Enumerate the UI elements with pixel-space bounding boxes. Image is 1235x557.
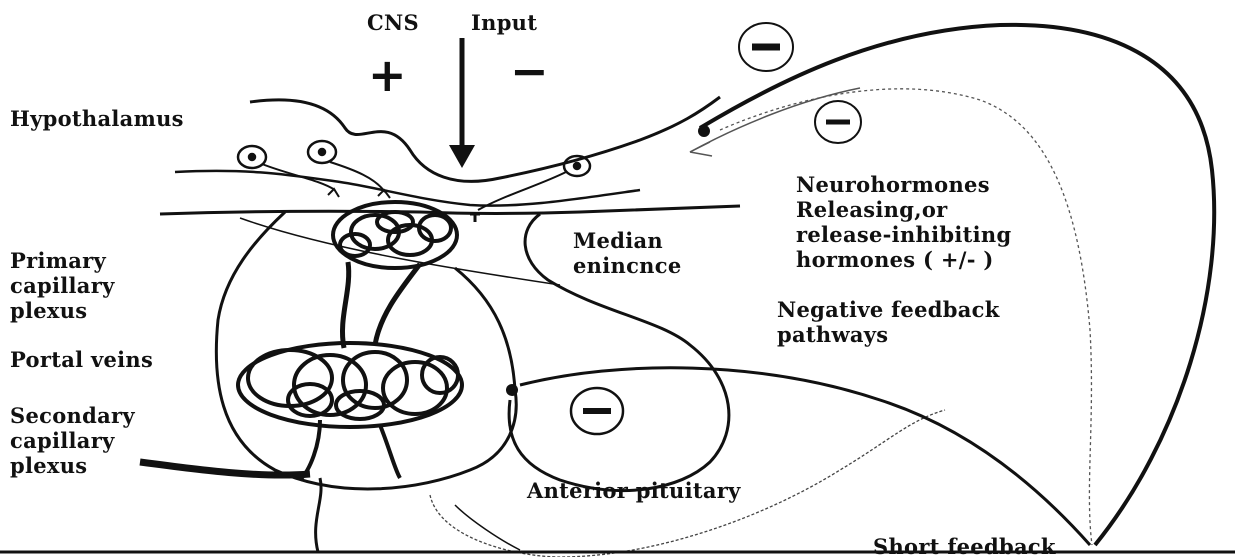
neurohormones-line1: Neurohormones <box>796 172 990 197</box>
hypothalamus-label: Hypothalamus <box>10 106 184 131</box>
feedback-junction-dot <box>506 384 518 396</box>
median-eminence-floor <box>160 206 740 214</box>
primary-label-line2: capillary <box>10 273 115 298</box>
secondary-label-line1: Secondary <box>10 403 135 428</box>
portal-veins-label: Portal veins <box>10 347 153 372</box>
primary-label-line1: Primary <box>10 248 106 273</box>
secondary-label-line2: capillary <box>10 428 115 453</box>
median-eminence-line1: Median <box>573 228 663 253</box>
neurohormones-line4: hormones ( +/- ) <box>796 247 994 272</box>
minus-circle-top <box>739 23 793 71</box>
negative-feedback-line2: pathways <box>777 322 888 347</box>
primary-label-line3: plexus <box>10 298 87 323</box>
secondary-capillary-plexus <box>238 343 462 480</box>
minus-circle-pituitary <box>571 388 623 434</box>
anterior-pituitary-label: Anterior pituitary <box>527 478 741 503</box>
input-label: Input <box>471 10 537 35</box>
hypothalamus-junction-dot <box>698 125 710 137</box>
secondary-label-line3: plexus <box>10 453 87 478</box>
neurohormones-line3: release-inhibiting <box>796 222 1011 247</box>
hypothalamus-outline <box>250 97 720 181</box>
cns-input-arrow <box>449 38 475 168</box>
portal-veins <box>342 262 420 348</box>
venous-outflow <box>140 462 321 552</box>
short-feedback-return <box>455 505 520 550</box>
plus-sign: + <box>368 52 407 98</box>
minus-sign: − <box>510 48 549 94</box>
short-feedback-arc <box>520 368 1090 545</box>
minus-circle-mid <box>815 101 861 143</box>
cns-label: CNS <box>367 10 419 35</box>
neurohormones-line2: Releasing,or <box>796 197 948 222</box>
short-feedback-label: Short feedback <box>873 534 1056 557</box>
negative-feedback-line1: Negative feedback <box>777 297 1000 322</box>
long-feedback-loop <box>700 25 1214 545</box>
median-eminence-line2: enincnce <box>573 253 681 278</box>
hypothalamus-lower-boundary <box>175 171 640 206</box>
